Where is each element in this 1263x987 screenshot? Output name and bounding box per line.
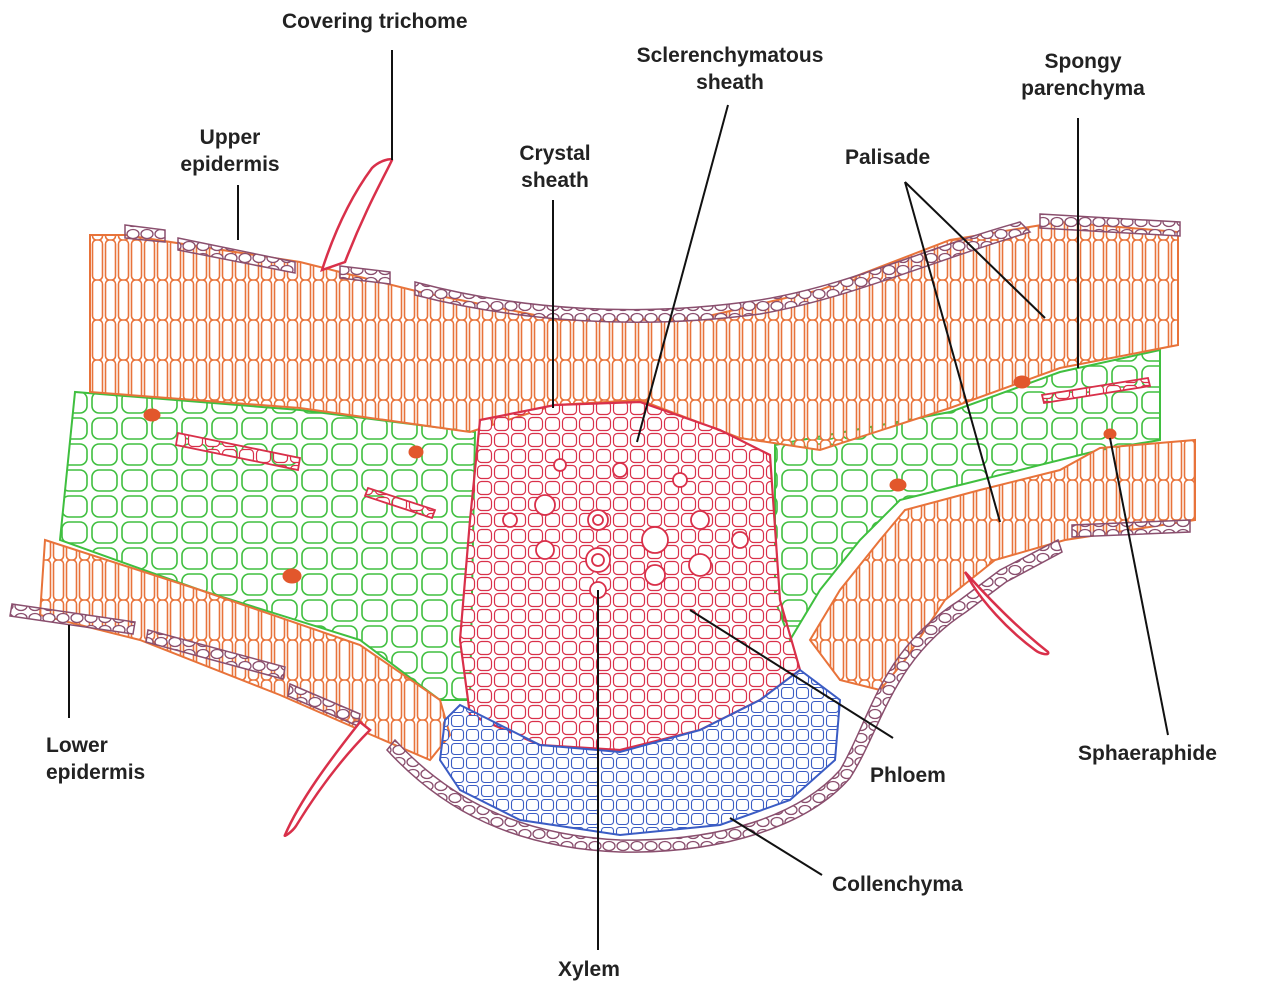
vascular-bundle-sclerenchyma <box>460 402 800 750</box>
label-xylem: Xylem <box>558 956 620 983</box>
label-crystal-sheath: Crystal sheath <box>500 140 610 194</box>
label-spongy-parenchyma: Spongy parenchyma <box>1008 48 1158 102</box>
label-sclerenchymatous-sheath: Sclerenchymatous sheath <box>610 42 850 96</box>
label-covering-trichome: Covering trichome <box>282 8 468 35</box>
label-palisade: Palisade <box>845 144 930 171</box>
label-sphaeraphide: Sphaeraphide <box>1078 740 1217 767</box>
label-phloem: Phloem <box>870 762 946 789</box>
label-collenchyma: Collenchyma <box>832 871 963 898</box>
label-lower-epidermis: Lower epidermis <box>46 732 145 786</box>
label-upper-epidermis: Upper epidermis <box>160 124 300 178</box>
